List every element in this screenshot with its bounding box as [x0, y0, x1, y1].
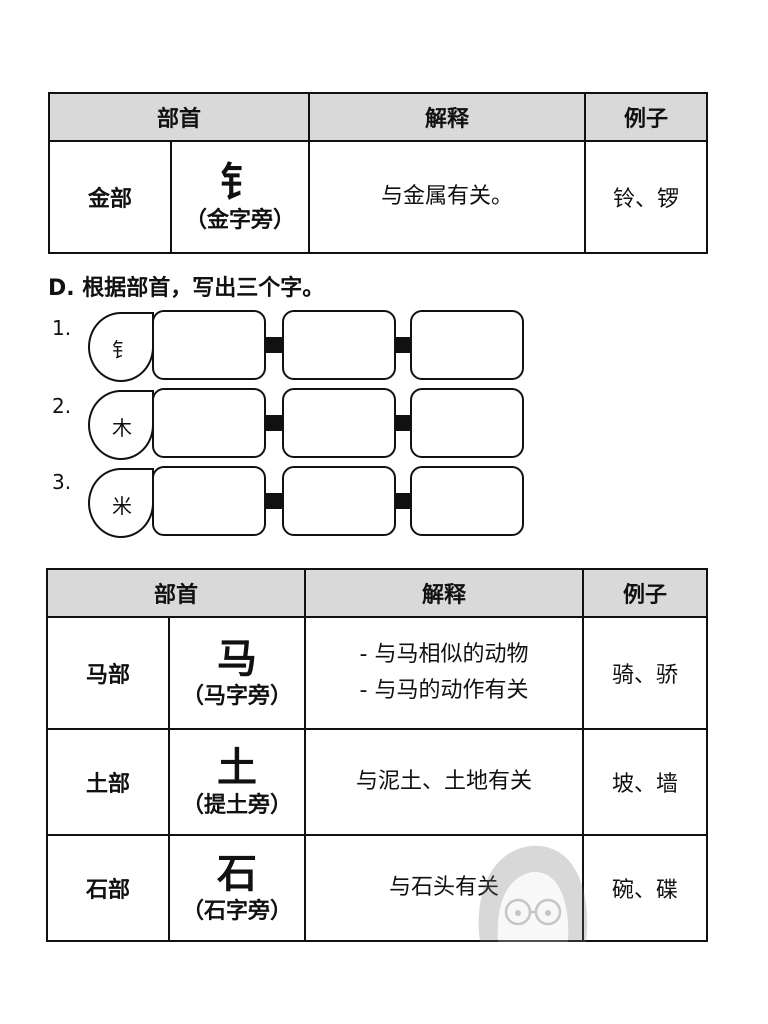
radical-category: 马部 [46, 616, 170, 730]
table-row: 土部 土 （提土旁） 与泥土、土地有关 坡、墙 [46, 728, 709, 836]
radical-category: 金部 [48, 140, 172, 254]
box-connector [266, 415, 282, 431]
table-row: 马部 马 （马字旁） - 与马相似的动物 - 与马的动作有关 骑、骄 [46, 616, 709, 730]
header-examples: 例子 [584, 92, 709, 142]
answer-box[interactable] [282, 310, 396, 380]
exercise-number: 1. [52, 316, 72, 340]
box-connector [396, 337, 412, 353]
answer-box[interactable] [152, 388, 266, 458]
radical-category: 石部 [46, 834, 170, 942]
exercise-number: 2. [52, 394, 72, 418]
table-row: 金部 钅 （金字旁） 与金属有关。 铃、锣 [48, 140, 709, 254]
drop-radical: 钅 [112, 338, 132, 362]
radical-cell: 石 （石字旁） [167, 834, 307, 942]
explanation-line: 与石头有关 [389, 875, 500, 900]
radical-nickname: （石字旁） [182, 898, 293, 924]
radical-table-metal: 部首 解释 例子 金部 钅 （金字旁） 与金属有关。 铃、锣 [47, 92, 709, 254]
radical-glyph: 石 [217, 849, 257, 897]
radical-category: 土部 [46, 728, 170, 836]
header-explanation: 解释 [308, 92, 587, 142]
answer-box[interactable] [282, 466, 396, 536]
radical-table-horse-earth-stone: 部首 解释 例子 马部 马 （马字旁） - 与马相似的动物 - 与马的动作有关 … [45, 568, 709, 942]
answer-box[interactable] [282, 388, 396, 458]
radical-glyph: 土 [217, 743, 257, 791]
answer-box[interactable] [410, 310, 524, 380]
drop-radical: 木 [112, 416, 132, 440]
header-radical: 部首 [47, 92, 311, 142]
exercise-number: 3. [52, 470, 72, 494]
explanation-cell: 与泥土、土地有关 [304, 728, 585, 836]
answer-box[interactable] [152, 310, 266, 380]
header-examples: 例子 [582, 568, 709, 618]
answer-box[interactable] [410, 388, 524, 458]
header-explanation: 解释 [304, 568, 585, 618]
explanation-line: - 与马相似的动物 [359, 642, 529, 667]
box-connector [266, 337, 282, 353]
table-row: 石部 石 （石字旁） 与石头有关 碗、碟 [46, 834, 709, 942]
explanation-line: 与金属有关。 [381, 184, 514, 209]
examples-cell: 骑、骄 [582, 616, 709, 730]
radical-drop-shape: 钅 [88, 312, 154, 382]
radical-cell: 土 （提土旁） [167, 728, 307, 836]
explanation-cell: 与金属有关。 [308, 140, 587, 254]
answer-box[interactable] [152, 466, 266, 536]
explanation-line: - 与马的动作有关 [359, 678, 529, 703]
radical-nickname: （提土旁） [182, 792, 293, 818]
header-radical: 部首 [45, 568, 307, 618]
answer-box[interactable] [410, 466, 524, 536]
radical-drop-shape: 米 [88, 468, 154, 538]
drop-radical: 米 [112, 494, 132, 518]
radical-cell: 马 （马字旁） [167, 616, 307, 730]
examples-cell: 铃、锣 [584, 140, 709, 254]
section-d-title: D. 根据部首，写出三个字。 [48, 276, 325, 301]
box-connector [396, 415, 412, 431]
radical-nickname: （金字旁） [185, 207, 296, 233]
box-connector [396, 493, 412, 509]
examples-cell: 碗、碟 [582, 834, 709, 942]
radical-nickname: （马字旁） [182, 683, 293, 709]
box-connector [266, 493, 282, 509]
radical-glyph: 马 [217, 634, 257, 682]
explanation-cell: - 与马相似的动物 - 与马的动作有关 [304, 616, 585, 730]
radical-drop-shape: 木 [88, 390, 154, 460]
explanation-cell: 与石头有关 [304, 834, 585, 942]
radical-glyph: 钅 [220, 158, 260, 206]
explanation-line: 与泥土、土地有关 [356, 769, 533, 794]
radical-cell: 钅 （金字旁） [169, 140, 311, 254]
examples-cell: 坡、墙 [582, 728, 709, 836]
